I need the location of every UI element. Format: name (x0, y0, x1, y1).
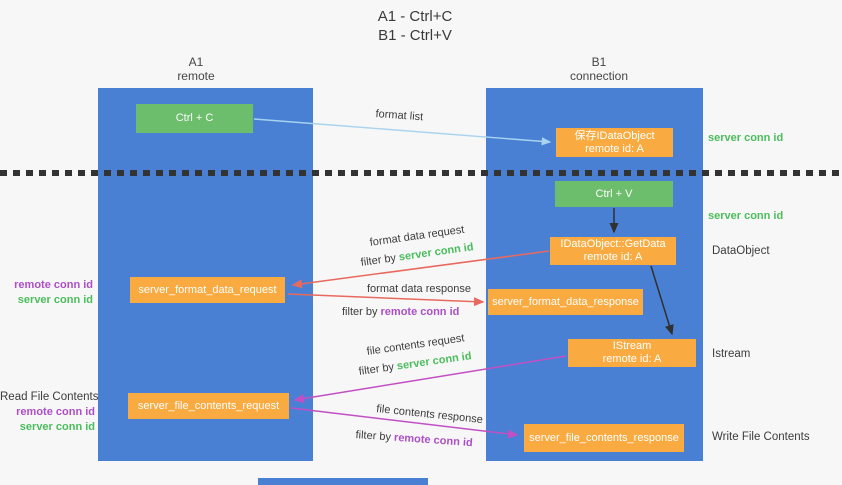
server-file-contents-response-box: server_file_contents_response (524, 424, 684, 452)
server-conn-id-annotation: server conn id (17, 294, 93, 306)
format-data-response-label: format data response (367, 283, 471, 295)
read-file-contents-annotation: Read File Contents (0, 391, 99, 403)
istream-line1: IStream (612, 340, 652, 352)
remote-conn-id-annotation: remote conn id (14, 279, 93, 291)
column-header-a1: A1 remote (136, 55, 256, 83)
ctrl-v-label: Ctrl + V (595, 187, 633, 200)
getdata-line1: IDataObject::GetData (560, 238, 666, 250)
server-format-data-response-box: server_format_data_response (488, 289, 643, 315)
save-dataobject-box: 保存IDataObject remote id: A (556, 128, 673, 157)
file-contents-response-label: file contents response (375, 403, 484, 427)
column-b1-subtitle: connection (569, 69, 629, 83)
server-file-contents-request-box: server_file_contents_request (128, 393, 289, 419)
istream-line2: remote id: A (602, 353, 662, 365)
remote-conn-id-text: remote conn id (393, 431, 474, 450)
diagram-title: A1 - Ctrl+C B1 - Ctrl+V (330, 7, 500, 45)
filter-by-text: filter by (355, 429, 395, 444)
write-file-contents-annotation: Write File Contents (712, 431, 810, 443)
filter-by-remote-conn-id-label-2: filter by remote conn id (355, 429, 473, 450)
server-conn-id-text: server conn id (398, 241, 475, 264)
istream-box: IStream remote id: A (568, 339, 696, 367)
format-list-label: format list (375, 108, 424, 124)
server-conn-id-text: server conn id (396, 350, 473, 373)
column-header-b1: B1 connection (539, 55, 659, 83)
server-format-data-response-label: server_format_data_response (492, 295, 639, 308)
server-file-contents-request-label: server_file_contents_request (137, 399, 280, 412)
server-conn-id-annotation-top: server conn id (708, 132, 784, 144)
ctrl-c-label: Ctrl + C (175, 112, 214, 124)
server-conn-id-annotation-mid: server conn id (708, 210, 784, 222)
title-line-2: B1 - Ctrl+V (378, 27, 452, 44)
idataobject-getdata-box: IDataObject::GetData remote id: A (550, 237, 676, 265)
left-conn-id-annotation-1: remote conn id server conn id (0, 278, 93, 308)
remote-conn-id-text: remote conn id (380, 306, 460, 318)
filter-by-text: filter by (342, 306, 381, 318)
ctrl-v-box: Ctrl + V (555, 181, 673, 207)
server-file-contents-response-label: server_file_contents_response (529, 431, 679, 444)
ctrl-c-box: Ctrl + C (136, 104, 253, 133)
remote-conn-id-annotation: remote conn id (16, 406, 95, 418)
bottom-blue-bar (258, 478, 428, 485)
column-b1-name: B1 (591, 55, 607, 69)
save-dataobject-line1: 保存IDataObject (574, 129, 655, 142)
server-conn-id-annotation: server conn id (19, 421, 95, 433)
server-format-data-request-label: server_format_data_request (138, 283, 277, 296)
istream-annotation: Istream (712, 348, 751, 360)
dataobject-annotation: DataObject (712, 245, 770, 257)
filter-by-remote-conn-id-label-1: filter by remote conn id (342, 306, 459, 319)
title-line-1: A1 - Ctrl+C (377, 8, 453, 25)
save-dataobject-line2: remote id: A (585, 142, 644, 155)
left-conn-id-annotation-2: Read File Contents remote conn id server… (0, 390, 99, 435)
column-a1-subtitle: remote (177, 69, 215, 83)
filter-by-text: filter by (360, 251, 400, 269)
server-format-data-request-box: server_format_data_request (130, 277, 285, 303)
column-a1-name: A1 (188, 55, 204, 69)
filter-by-text: filter by (358, 360, 398, 378)
getdata-line2: remote id: A (583, 251, 643, 263)
